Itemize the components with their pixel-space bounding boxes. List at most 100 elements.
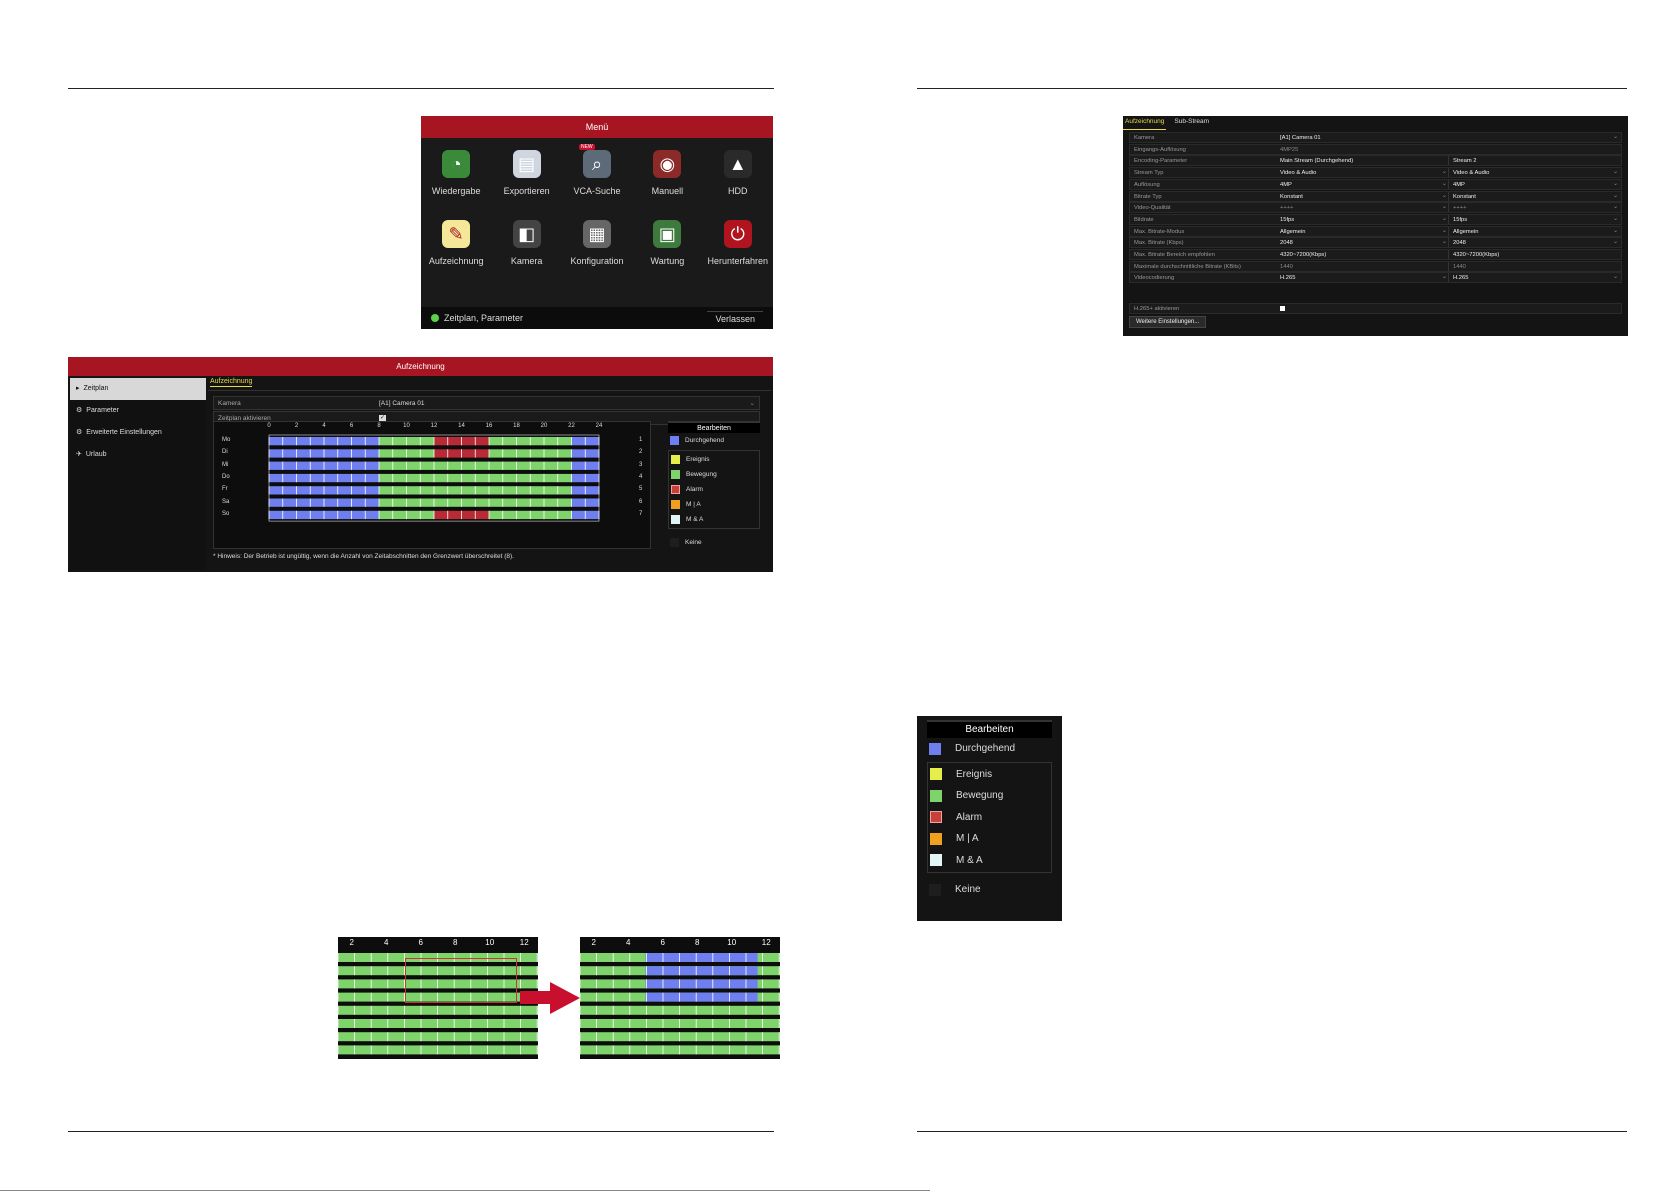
day-label: Mo [222,437,231,443]
sidebar-item-label: Urlaub [85,451,107,458]
detail-legend-item[interactable]: Ereignis [928,764,1051,786]
stream-row[interactable]: Kamera[A1] Camera 01⌄ [1129,132,1622,143]
menu-item-herunterfahren[interactable]: ⏻Herunterfahren [703,216,773,286]
menu-item-exportieren[interactable]: ▤Exportieren [491,146,561,216]
sidebar-item-0[interactable]: ▸Zeitplan [70,378,206,400]
stream-row[interactable]: Maximale durchschnittliche Bitrate (KBit… [1129,260,1622,272]
day-number: 6 [639,498,643,505]
legend-label: Alarm [686,486,703,493]
column-divider [1448,179,1449,189]
detail-legend-item[interactable]: Bewegung [928,785,1051,807]
enable-schedule-checkbox[interactable]: ✓ [379,415,386,422]
zoom-segment-continuous[interactable] [645,966,758,976]
chevron-down-icon: ⌄ [1442,215,1447,222]
zoom-segment-continuous[interactable] [645,992,758,1002]
detail-edit-button[interactable]: Bearbeiten [927,720,1052,738]
exit-button[interactable]: Verlassen [707,310,763,326]
tab-sub-stream[interactable]: Sub-Stream [1174,118,1210,125]
swatch [930,854,942,867]
zoom-hour-label: 6 [418,938,423,947]
menu-item-label: VCA-Suche [573,186,621,196]
chevron-down-icon: ⌄ [1442,204,1447,211]
hour-tick-label: 10 [403,423,410,429]
schedule-note: * Hinweis: Der Betrieb ist ungültig, wen… [213,553,514,560]
detail-legend-item[interactable]: M | A [928,828,1051,850]
stream-main-value: Video & Audio [1280,170,1317,177]
legend-item[interactable]: Alarm [669,482,759,497]
sidebar-item-2[interactable]: ⚙Erweiterte Einstellungen [70,422,206,444]
stream-row[interactable]: Video-Qualität++++++++⌄⌄ [1129,202,1622,214]
sidebar-item-1[interactable]: ⚙Parameter [70,400,206,422]
menu-item-hdd[interactable]: ▲HDD [703,146,773,216]
stream-sub-value: Allgemein [1453,228,1479,235]
legend-label: Bewegung [956,790,1004,802]
legend-none[interactable]: Keine [668,535,760,550]
zoom-bars[interactable] [338,937,538,1059]
tab-recording[interactable]: Aufzeichnung [210,378,253,387]
zoom-segment-continuous[interactable] [645,953,758,962]
configuration-icon: ▦ [582,220,611,248]
schedule-bars[interactable] [214,422,652,550]
edit-button[interactable]: Bearbeiten [668,421,760,433]
footer-rule-right [917,1131,1627,1132]
zoom-segment-continuous[interactable] [645,979,758,989]
zoom-hour-label: 6 [660,938,665,947]
stream-main-value: [A1] Camera 01 [1280,135,1321,141]
chevron-down-icon: ⌄ [1613,239,1618,246]
h265plus-checkbox[interactable] [1280,306,1285,313]
zoom-hour-label: 12 [761,938,771,947]
legend-continuous[interactable]: Durchgehend [668,433,760,448]
menu-item-manuell[interactable]: ◉Manuell [632,146,702,216]
stream-main-value: 2048 [1280,240,1293,247]
column-divider [1448,168,1449,178]
legend-item[interactable]: Bewegung [669,467,759,482]
hour-tick-label: 18 [513,423,520,429]
detail-legend-item[interactable]: Alarm [928,807,1051,829]
legend-item[interactable]: M & A [669,512,759,527]
gear-icon: ⚙ [76,429,83,436]
camera-row[interactable]: Kamera [A1] Camera 01 ⌄ [213,396,760,410]
detail-legend-item[interactable]: M & A [928,850,1051,872]
stream-row-label: Stream Typ [1134,170,1164,177]
recording-schedule-panel: Aufzeichnung ▸Zeitplan⚙Parameter⚙Erweite… [68,357,773,572]
stream-main-value: H.265 [1280,275,1296,282]
detail-legend-none[interactable]: Keine [927,879,1052,901]
sidebar-item-3[interactable]: ✈Urlaub [70,444,206,466]
h265plus-label: H.265+ aktivieren [1134,306,1180,312]
legend-label: Bewegung [686,471,717,478]
menu-item-kamera[interactable]: ◧Kamera [491,216,561,286]
menu-item-aufzeichnung[interactable]: ✎Aufzeichnung [421,216,491,286]
footer-rule-left [68,1131,774,1132]
zoom-bars[interactable] [580,937,780,1059]
more-settings-button[interactable]: Weitere Einstellungen... [1129,316,1207,328]
schedule-icon: ▸ [76,385,80,392]
legend-item[interactable]: Ereignis [669,452,759,467]
menu-item-wartung[interactable]: ▣Wartung [632,216,702,286]
menu-item-wiedergabe[interactable]: ◔Wiedergabe [421,146,491,216]
chevron-down-icon: ⌄ [1613,169,1618,176]
menu-item-konfiguration[interactable]: ▦Konfiguration [562,216,632,286]
stream-sub-value: 4320~7200(Kbps) [1453,252,1500,258]
detail-legend-continuous[interactable]: Durchgehend [927,738,1052,760]
tab-recording-stream[interactable]: Aufzeichnung [1123,118,1167,130]
manual-icon: ◉ [653,150,682,178]
chevron-down-icon: ⌄ [1613,134,1618,140]
legend-item[interactable]: M | A [669,497,759,512]
menu-footer: Zeitplan, Parameter Verlassen [421,307,773,329]
